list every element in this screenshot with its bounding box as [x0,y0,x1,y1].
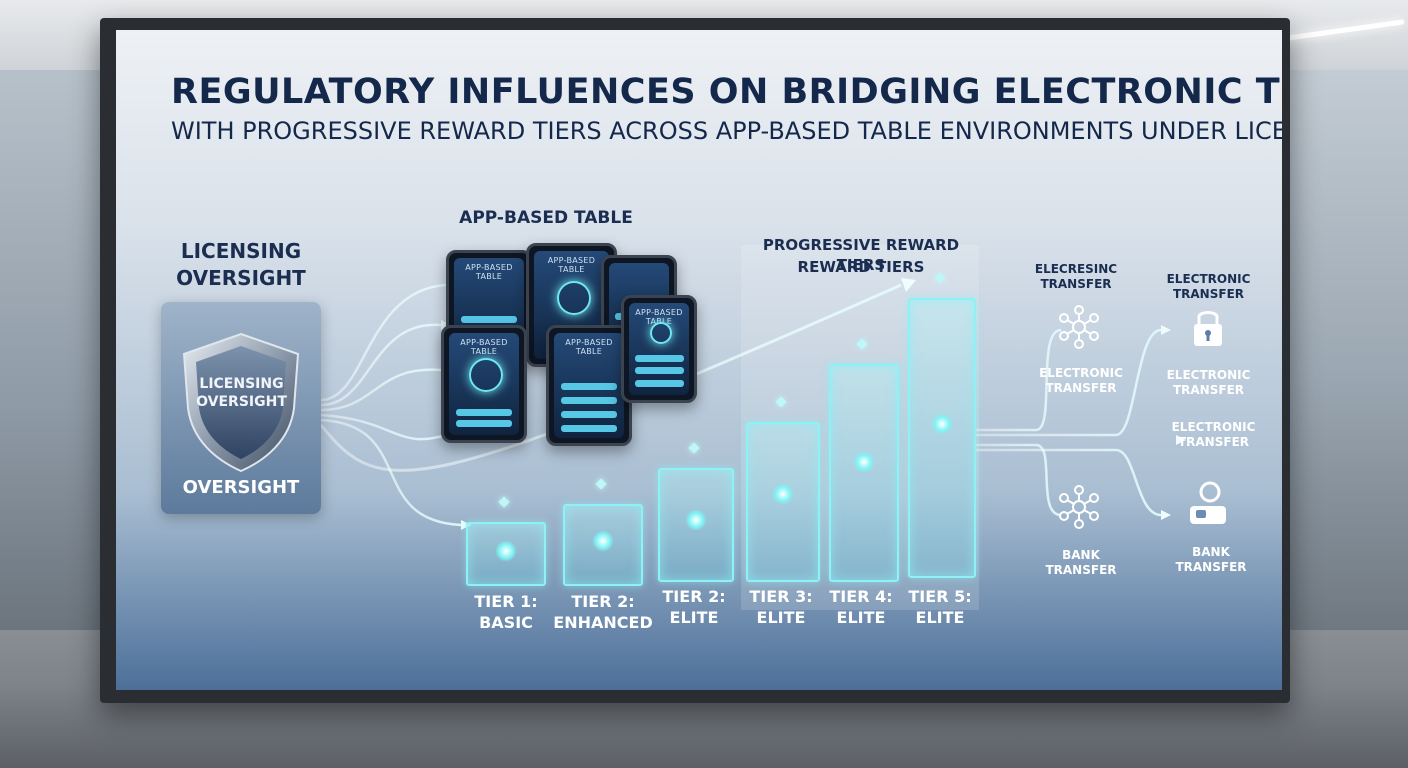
tier-label-line1: TIER 3: [749,587,813,606]
bank-user-icon [1190,481,1226,524]
tablet-bar [561,410,617,418]
bank-right-label-line2: TRANSFER [1175,560,1247,574]
tier-label: TIER 1: BASIC [456,591,556,633]
reward-tiers-sublabel: REWARD TIERS [797,258,925,276]
shield-text-line1: LICENSING [199,376,284,392]
transfer-header-left-line2: TRANSFER [1040,277,1112,291]
tier-label: TIER 2: ELITE [646,586,742,628]
tablet-bar [456,408,512,416]
lock-label-line2: TRANSFER [1172,383,1245,397]
tablet-bar [561,383,617,391]
right-window [1290,70,1408,630]
network-top-label: ELECTRONIC TRANSFER [1036,366,1126,396]
tier-label-line1: TIER 1: [474,592,538,611]
page-title: REGULATORY INFLUENCES ON BRIDGING ELECTR… [171,72,1282,112]
tablet-title: APP-BASED TABLE [460,338,508,356]
tier-glow [592,530,614,553]
lock-icon [1194,311,1222,346]
page-subtitle: WITH PROGRESSIVE REWARD TIERS ACROSS APP… [171,117,1282,145]
flow-lines [319,278,1186,530]
tablet-title: APP-BASED TABLE [547,256,596,274]
transfer-header-right-line1: ELECTRONIC [1166,272,1251,286]
tier-label-line2: ELITE [756,608,806,627]
tier-label: TIER 5: ELITE [896,586,984,628]
tier-glow [495,540,517,562]
tier-label-line1: TIER 2: [571,592,635,611]
tablet-bar [461,316,517,323]
tier-label-line2: ENHANCED [553,613,653,632]
tablet-bar [456,419,512,427]
tier-label: TIER 4: ELITE [816,586,906,628]
shield-icon [182,332,300,473]
transfer-header-right-line2: TRANSFER [1172,287,1245,301]
network-icon [1059,485,1099,529]
licensing-bottom-label: OVERSIGHT [182,477,300,498]
tier-glow [931,413,953,436]
tablet-bar [561,424,617,432]
tablet: APP-BASED TABLE [441,325,527,443]
tier-box [466,522,546,586]
shield-text-line2: OVERSIGHT [196,394,287,410]
middle-transfer-label: ELECTRONIC TRANSFER [1166,420,1261,450]
tier-box [563,504,643,586]
tablet-ring [556,280,591,315]
tablet-bar [634,355,684,363]
app-table-label: APP-BASED TABLE [459,208,633,228]
reward-tiers-label: PROGRESSIVE REWARD TIERS [762,236,960,274]
tablet: APP-BASED TABLE [546,325,632,446]
tier-label-line1: TIER 5: [908,587,972,606]
tier-box [658,468,734,582]
bank-left-label-line1: BANK [1062,548,1100,562]
tablet-bar [634,367,684,375]
lock-label-line1: ELECTRONIC [1166,368,1251,382]
licensing-label: LICENSING OVERSIGHT [156,238,326,292]
floor [0,690,1408,768]
tier-box [908,298,976,578]
shield-text: LICENSING OVERSIGHT [184,375,299,411]
tier-label: TIER 3: ELITE [734,586,828,628]
tier-box [829,364,899,582]
network-top-label-line2: TRANSFER [1045,381,1117,395]
bank-right-label: BANK TRANSFER [1166,545,1256,575]
transfer-header-left: ELECRESINC TRANSFER [1031,262,1121,292]
tablet-ring [650,321,672,344]
tablet-bar [561,397,617,404]
tier-glow [772,483,794,506]
transfer-header-right: ELECTRONIC TRANSFER [1161,272,1256,302]
licensing-label-line2: OVERSIGHT [176,266,306,290]
display-screen: REGULATORY INFLUENCES ON BRIDGING ELECTR… [116,30,1282,690]
tablet-title: APP-BASED TABLE [465,263,513,281]
tier-label-line2: ELITE [915,608,965,627]
bank-left-label: BANK TRANSFER [1041,548,1121,578]
tier-label-line1: TIER 4: [829,587,893,606]
tier-label-line1: TIER 2: [662,587,726,606]
licensing-label-line1: LICENSING [180,239,302,263]
tier-glow [685,508,707,531]
tablet-title: APP-BASED TABLE [565,338,613,356]
tablet-bar [634,379,684,387]
tablet-title: APP-BASED TABLE [635,308,683,326]
transfer-header-left-line1: ELECRESINC [1034,262,1118,276]
tier-label-line2: BASIC [479,613,533,632]
tablet: APP-BASED TABLE [621,295,697,403]
network-icon [1059,305,1099,349]
tier-glow [853,451,875,474]
tier-label-line2: ELITE [836,608,886,627]
network-top-label-line1: ELECTRONIC [1039,366,1123,380]
middle-transfer-label-line1: ELECTRONIC [1171,420,1256,434]
tier-box [746,422,820,582]
lock-label: ELECTRONIC TRANSFER [1161,368,1256,398]
left-window [0,70,100,630]
middle-transfer-label-line2: TRANSFER [1177,435,1250,449]
tier-label-line2: ELITE [669,608,719,627]
tablet-ring [469,357,503,392]
bank-left-label-line2: TRANSFER [1045,563,1117,577]
bank-right-label-line1: BANK [1192,545,1230,559]
tier-label: TIER 2: ENHANCED [553,591,653,633]
